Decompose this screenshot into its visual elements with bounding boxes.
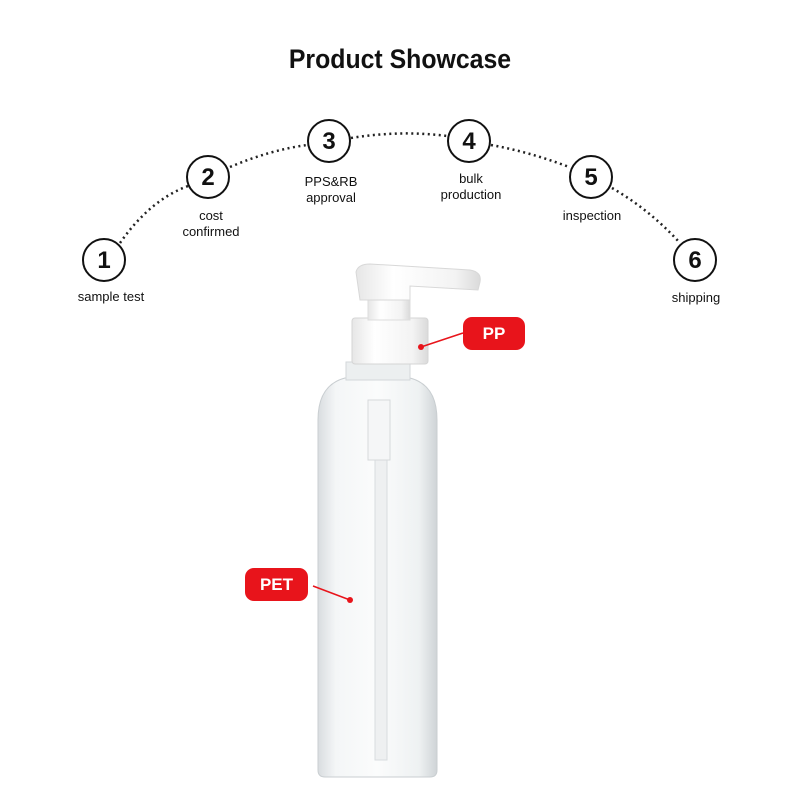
step-2-circle: 2 [186, 155, 230, 199]
pet-marker-dot [347, 597, 353, 603]
dip-tube [374, 419, 388, 761]
bottle [317, 263, 481, 778]
step-5-circle: 5 [569, 155, 613, 199]
step-6-label: shipping [671, 290, 721, 305]
step-6-circle: 6 [673, 238, 717, 282]
pet-badge: PET [245, 568, 308, 601]
step-1-label: sample test [77, 289, 145, 304]
step-5-label: inspection [562, 208, 622, 223]
step-number: 4 [462, 128, 476, 155]
page-title: Product Showcase [288, 44, 512, 74]
pp-badge: PP [463, 317, 525, 350]
step-3-circle: 3 [307, 119, 351, 163]
pump-head [355, 263, 481, 301]
step-4-circle: 4 [447, 119, 491, 163]
step-1-circle: 1 [82, 238, 126, 282]
pp-marker-dot [418, 344, 424, 350]
pump-collar [351, 317, 429, 365]
pump-piston [367, 399, 391, 461]
bottle-neck [345, 361, 411, 381]
step-number: 2 [201, 164, 214, 191]
step-number: 3 [322, 128, 335, 155]
step-number: 1 [97, 247, 110, 274]
step-number: 6 [688, 247, 701, 274]
step-number: 5 [584, 164, 597, 191]
